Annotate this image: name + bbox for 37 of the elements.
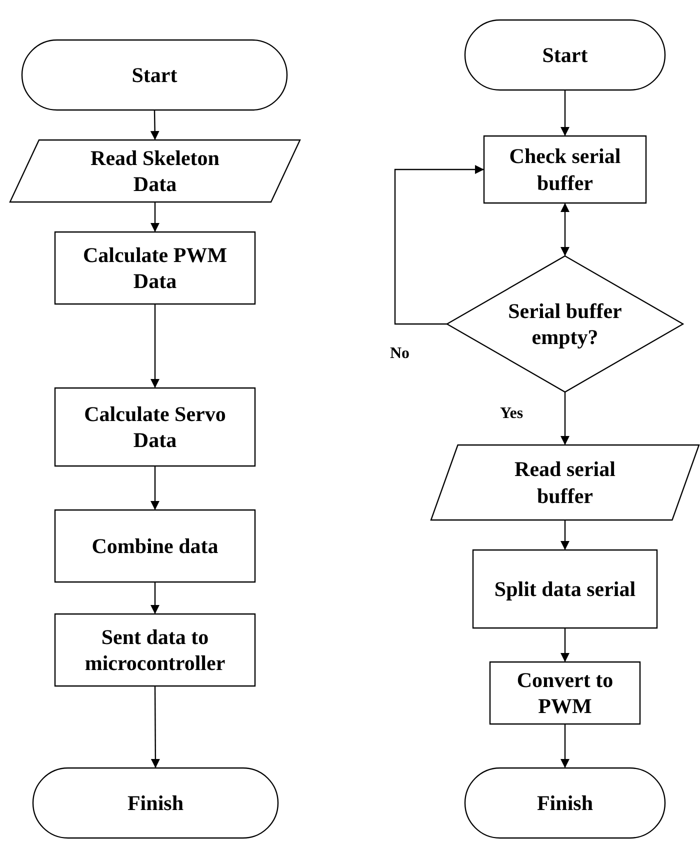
arrow [560, 520, 570, 550]
node-label: Read Skeleton Data [90, 144, 220, 198]
process-box [55, 614, 255, 686]
process-box [55, 232, 255, 304]
arrow [150, 466, 160, 510]
decision-diamond [447, 256, 683, 392]
node-label: Combine data [92, 532, 218, 560]
arrow [560, 90, 570, 136]
node-label: Start [542, 42, 588, 68]
process-box [55, 510, 255, 582]
process-box [490, 662, 640, 724]
process-box [55, 388, 255, 466]
process-box [473, 550, 657, 628]
arrow [560, 203, 570, 256]
input-output-parallelogram [431, 445, 699, 520]
arrow [150, 686, 160, 768]
process-box [484, 136, 646, 203]
arrow [560, 392, 570, 445]
arrow [560, 724, 570, 768]
node-label: Split data serial [494, 576, 636, 602]
node-label: Calculate PWM Data [82, 242, 228, 294]
arrow [150, 304, 160, 388]
node-label: Sent data to microcontroller [84, 624, 226, 676]
arrow [394, 165, 484, 325]
node-label: Finish [127, 790, 184, 816]
node-label: Convert to PWM [516, 666, 614, 720]
node-label: Read serial buffer [514, 456, 616, 509]
node-label: Calculate Servo Data [83, 400, 227, 454]
node-label: Serial buffer empty? [507, 298, 623, 350]
arrow [150, 110, 160, 140]
node-label: Check serial buffer [508, 143, 622, 196]
input-output-parallelogram [10, 140, 300, 202]
node-label: Start [132, 62, 178, 88]
arrow [150, 582, 160, 614]
arrow [150, 202, 160, 232]
arrow [560, 628, 570, 662]
node-label: Finish [536, 790, 594, 816]
